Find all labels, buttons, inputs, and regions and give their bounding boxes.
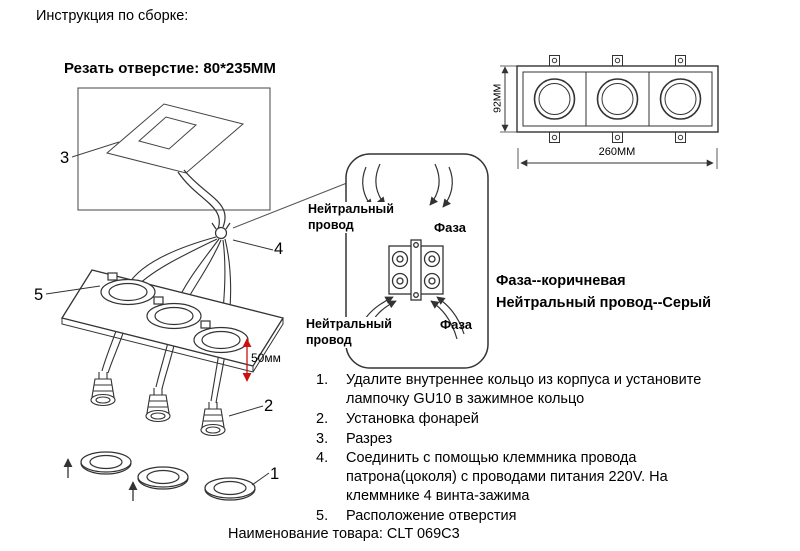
- width-dimension-label: 260MM: [598, 146, 636, 158]
- step-text: Разрез: [346, 430, 393, 447]
- callout-wiring-detail: [356, 163, 465, 342]
- height-dimension-label: 92MM: [491, 83, 504, 113]
- step-text: Установка фонарей: [346, 410, 479, 427]
- part-number-2: 2: [264, 397, 274, 415]
- retaining-rings: [80, 451, 256, 501]
- pointer-lines: [45, 239, 274, 486]
- step-item: 3. Разрез: [316, 430, 730, 449]
- step-number: 3.: [316, 430, 329, 447]
- gu10-lamps: [90, 372, 226, 437]
- step-number: 4.: [316, 450, 329, 467]
- part-number-1: 1: [270, 465, 280, 483]
- step-text: Соединить с помощью клеммника провода па…: [346, 450, 668, 505]
- step-item: 2. Установка фонарей: [316, 410, 730, 429]
- legend-phase: Фаза--коричневая: [496, 273, 626, 289]
- supply-wires: [177, 169, 226, 230]
- step-number: 1.: [316, 372, 329, 388]
- step-item: 1. Удалите внутреннее кольцо из корпуса …: [316, 371, 730, 409]
- mounting-plate: [60, 269, 285, 373]
- step-number: 5.: [316, 507, 329, 524]
- legend-neutral: Нейтральный провод--Серый: [496, 295, 712, 311]
- cut-hole-box: [71, 87, 271, 211]
- neutral-wire-top-label: Нейтральный провод: [308, 202, 408, 234]
- cut-hole-label: Резать отверстие: 80*235ММ: [64, 60, 276, 77]
- step-item: 4. Соединить с помощью клеммника провода…: [316, 449, 730, 506]
- phase-wire-bottom-label: Фаза: [440, 317, 473, 332]
- step-number: 2.: [316, 410, 329, 427]
- page-title: Инструкция по сборке:: [36, 8, 189, 24]
- depth-dimension-label: 50мм: [251, 351, 281, 365]
- terminal-block: [388, 239, 444, 301]
- part-number-4: 4: [274, 240, 284, 258]
- phase-wire-top-label: Фаза: [434, 220, 467, 235]
- fixture-front-view: [516, 55, 719, 143]
- steps-list: 1. Удалите внутреннее кольцо из корпуса …: [316, 371, 730, 527]
- product-name: Наименование товара: CLT 069C3: [228, 526, 460, 542]
- wire-connector: [211, 222, 231, 240]
- part-number-5: 5: [34, 286, 44, 304]
- wire-bundle: [101, 236, 232, 404]
- step-text: Расположение отверстия: [346, 507, 517, 524]
- step-item: 5. Расположение отверстия: [316, 507, 730, 526]
- insert-arrows: [63, 458, 138, 501]
- clamp-rings: [100, 272, 249, 354]
- neutral-wire-bottom-label: Нейтральный провод: [306, 317, 406, 349]
- step-text: Удалите внутреннее кольцо из корпуса и у…: [346, 372, 702, 407]
- part-number-3: 3: [60, 149, 70, 167]
